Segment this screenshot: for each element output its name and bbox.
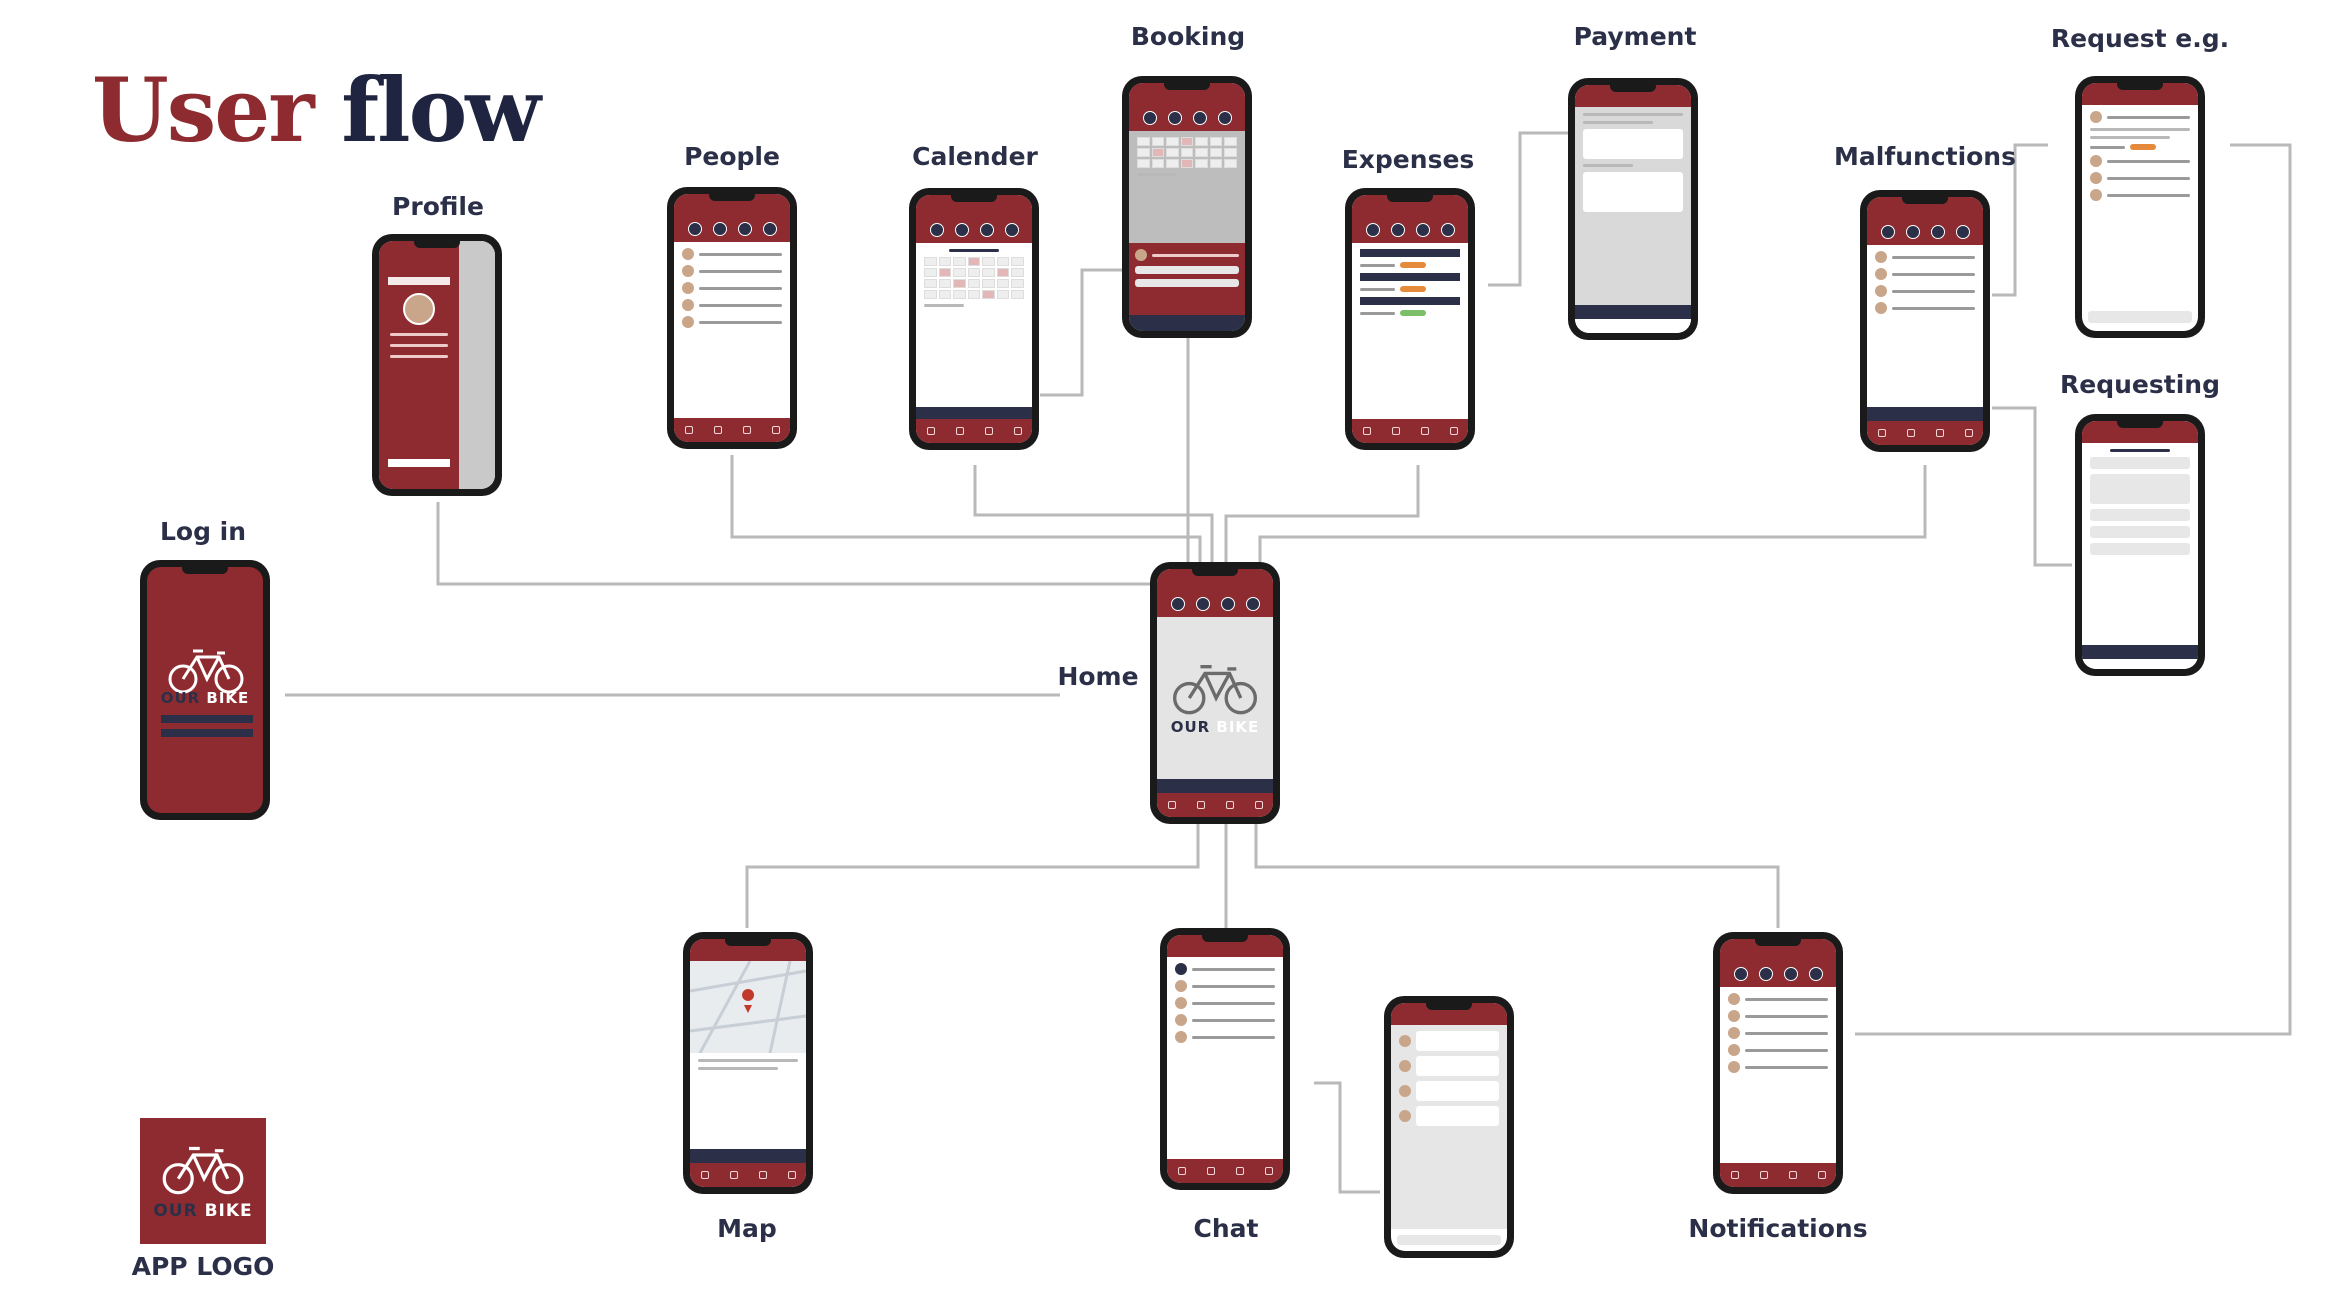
label-expenses: Expenses <box>1341 145 1475 174</box>
label-map: Map <box>717 1214 777 1243</box>
label-login: Log in <box>159 517 247 546</box>
link-malfunctions-request <box>1992 143 2048 297</box>
label-chat: Chat <box>1193 1214 1259 1243</box>
label-profile: Profile <box>392 192 484 221</box>
label-malfunctions: Malfunctions <box>1834 142 2016 171</box>
board-title: User flow <box>92 58 541 162</box>
phone-malfunctions[interactable] <box>1860 190 1990 452</box>
bike-icon <box>168 649 244 694</box>
link-home-notifications <box>1254 818 1780 928</box>
map-view[interactable] <box>690 961 806 1053</box>
phone-expenses[interactable] <box>1345 188 1475 450</box>
phone-profile[interactable] <box>372 234 502 496</box>
label-payment: Payment <box>1573 22 1697 51</box>
map-pin-icon <box>742 989 755 1013</box>
label-people: People <box>684 142 780 171</box>
home-brand: OUR BIKE <box>1170 718 1260 736</box>
phone-notifications[interactable] <box>1713 932 1843 1194</box>
home-book-button[interactable] <box>1157 779 1273 793</box>
username-field[interactable] <box>161 715 253 723</box>
link-expenses-home <box>1224 465 1420 566</box>
phone-calender[interactable] <box>909 188 1039 450</box>
link-expenses-payment <box>1488 131 1568 287</box>
link-chat-thread <box>1314 1081 1380 1194</box>
link-calender-booking <box>1040 268 1128 397</box>
app-logo-label: APP LOGO <box>131 1252 275 1281</box>
link-malfunctions-requesting <box>1992 406 2072 567</box>
password-field[interactable] <box>161 729 253 737</box>
label-calender: Calender <box>912 142 1038 171</box>
phone-map[interactable] <box>683 932 813 1194</box>
profile-drawer <box>379 241 459 489</box>
logout-button[interactable] <box>388 459 450 467</box>
label-notifications: Notifications <box>1688 1214 1868 1243</box>
home-bike-icon <box>1173 665 1257 715</box>
logo-bike-icon <box>162 1146 244 1195</box>
label-request-eg: Request e.g. <box>2050 24 2230 53</box>
phone-payment[interactable] <box>1568 78 1698 340</box>
link-notifications-request <box>1855 143 2292 1036</box>
link-malfunctions-home <box>1258 465 1927 566</box>
phone-people[interactable] <box>667 187 797 449</box>
logo-brand: OUR BIKE <box>153 1201 253 1221</box>
avatar <box>403 293 435 325</box>
link-calender-home <box>973 465 1214 566</box>
phone-login[interactable]: OUR BIKE <box>140 560 270 820</box>
phone-chat[interactable] <box>1160 928 1290 1190</box>
label-requesting: Requesting <box>2060 370 2220 399</box>
phone-home[interactable]: OUR BIKE <box>1150 562 1280 824</box>
phone-request-eg[interactable] <box>2075 76 2205 338</box>
label-booking: Booking <box>1130 22 1246 51</box>
phone-chat-thread[interactable] <box>1384 996 1514 1258</box>
login-brand: OUR BIKE <box>160 689 250 707</box>
label-home: Home <box>1057 662 1139 691</box>
link-people-home <box>730 455 1202 566</box>
phone-booking[interactable] <box>1122 76 1252 338</box>
phone-requesting[interactable] <box>2075 414 2205 676</box>
app-logo: OUR BIKE <box>140 1118 266 1244</box>
link-home-map <box>745 818 1200 928</box>
